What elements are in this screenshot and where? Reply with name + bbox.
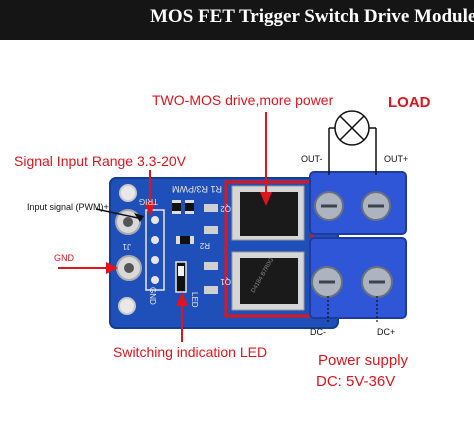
silk-header: R1 R3/PWM [172, 184, 222, 194]
label-power-supply: Power supply [318, 352, 409, 369]
arrow-gnd [58, 262, 118, 274]
terminal-block-out [309, 171, 407, 235]
silk-gnd: GND [148, 287, 157, 305]
mounting-hole-bottom [118, 297, 136, 315]
label-led: Switching indication LED [113, 344, 268, 360]
label-signal-range: Signal Input Range 3.3-20V [14, 153, 187, 169]
indicator-led [175, 261, 187, 293]
arrow-led [176, 292, 188, 342]
arrow-signal-range [144, 170, 156, 216]
title-bar: MOS FET Trigger Switch Drive Module [0, 0, 474, 40]
load-lamp-symbol [328, 110, 377, 175]
label-out-minus: OUT- [301, 154, 323, 164]
silk-led: LED [190, 292, 199, 308]
label-load: LOAD [388, 94, 431, 111]
label-two-mos: TWO-MOS drive,more power [152, 92, 334, 108]
label-out-plus: OUT+ [384, 154, 409, 164]
arrow-input-signal [95, 208, 144, 222]
label-dc-plus: DC+ [377, 327, 396, 337]
silk-trig: TRIG [139, 197, 158, 206]
silk-j1: J1 [122, 242, 131, 251]
mosfet-q1 [231, 251, 305, 311]
label-dc-minus: DC- [310, 327, 326, 337]
silk-q2: Q2 [220, 204, 231, 213]
silk-r2: R2 [199, 241, 210, 250]
resistor-r1 [172, 200, 181, 214]
arrow-two-mos [260, 112, 272, 206]
mounting-hole-top [119, 184, 137, 202]
label-input-signal: Input signal (PWM)+ [27, 202, 109, 212]
resistor-r2 [176, 236, 194, 244]
silk-q1: Q1 [220, 277, 231, 286]
label-gnd: GND [54, 253, 74, 263]
label-power-voltage: DC: 5V-36V [316, 373, 396, 390]
page-title: MOS FET Trigger Switch Drive Module [150, 6, 474, 27]
header-pins [145, 209, 165, 291]
terminal-block-power [309, 237, 407, 319]
resistor-r3 [185, 200, 194, 214]
gnd-pad [116, 255, 142, 281]
